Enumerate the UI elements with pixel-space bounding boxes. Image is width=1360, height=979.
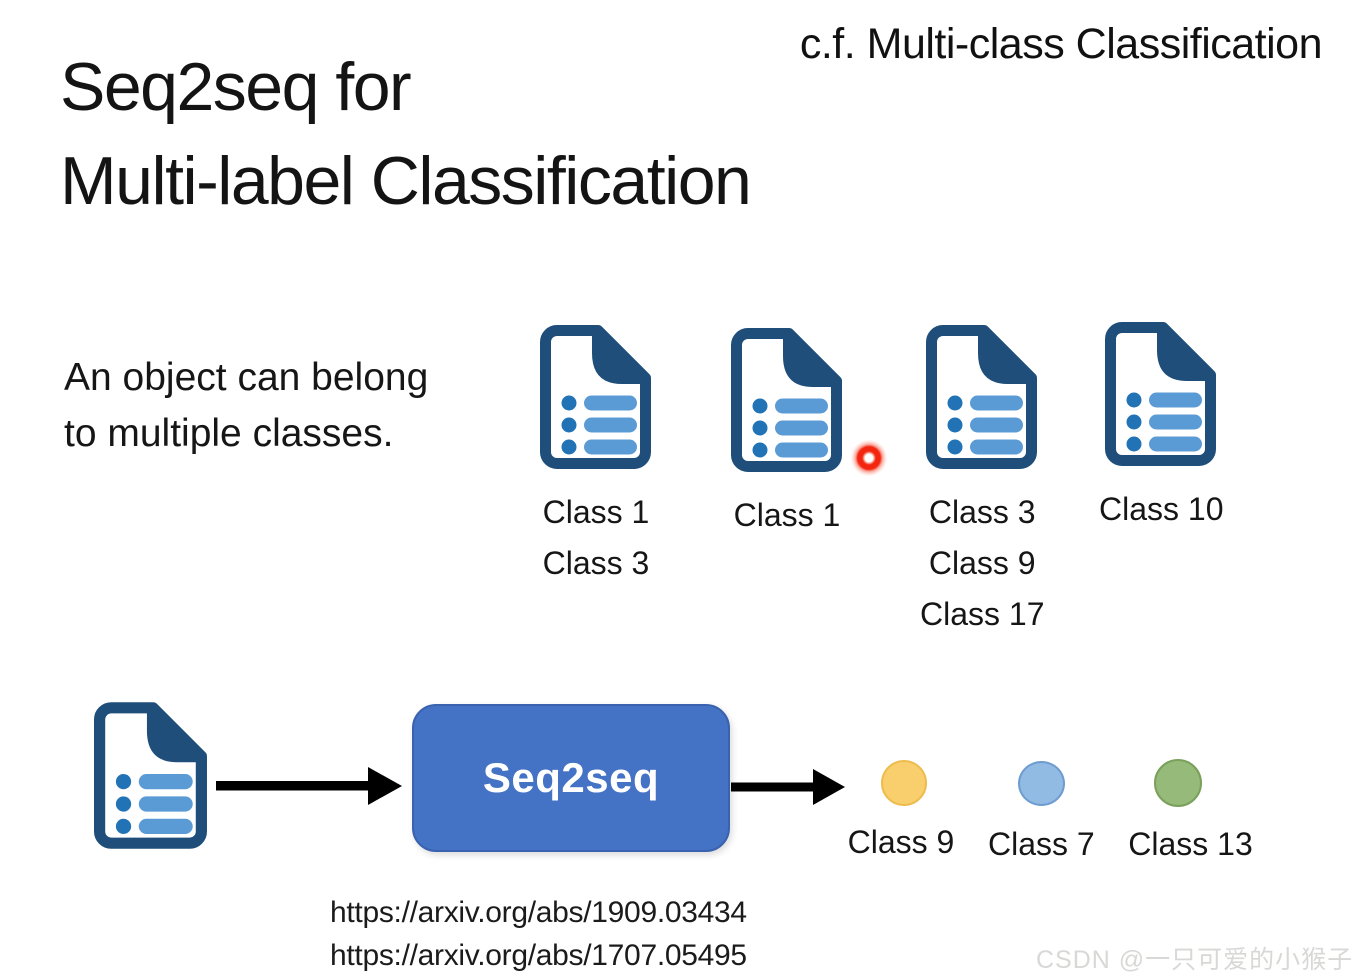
output-class-circle-green xyxy=(1154,759,1202,807)
class-label: Class 1 xyxy=(733,497,841,533)
right-arrow-icon xyxy=(216,767,402,805)
class-label: Class 17 xyxy=(920,596,1045,632)
example-2-labels: Class 1 xyxy=(734,490,841,541)
arxiv-link-1[interactable]: https://arxiv.org/abs/1909.03434 xyxy=(330,896,747,929)
output-class-label: Class 13 xyxy=(1128,826,1253,862)
title-line-2: Multi-label Classification xyxy=(60,143,752,219)
arxiv-link-2[interactable]: https://arxiv.org/abs/1707.05495 xyxy=(330,939,747,972)
document-list-icon xyxy=(731,328,842,472)
class-label: Class 10 xyxy=(1099,491,1224,527)
slide-title: Seq2seq for Multi-label Classification xyxy=(60,40,752,228)
example-3-labels: Class 3 Class 9 Class 17 xyxy=(920,487,1045,640)
output-class-circle-blue xyxy=(1018,761,1065,806)
document-list-icon xyxy=(540,325,651,469)
example-1-labels: Class 1 Class 3 xyxy=(543,487,650,589)
output-class-label: Class 7 xyxy=(988,826,1095,862)
laser-pointer-dot xyxy=(851,440,887,476)
description-line-2: to multiple classes. xyxy=(64,412,394,455)
document-list-icon xyxy=(926,325,1038,469)
class-label: Class 3 xyxy=(542,545,650,581)
description-line-1: An object can belong xyxy=(64,356,429,399)
description-text: An object can belong to multiple classes… xyxy=(64,350,428,462)
comparison-note: c.f. Multi-class Classification xyxy=(799,20,1323,68)
pipeline-input-document xyxy=(94,699,208,852)
example-document-4: Class 10 xyxy=(1099,321,1224,535)
right-arrow-icon xyxy=(731,769,845,805)
output-class-label: Class 9 xyxy=(847,824,955,860)
seq2seq-model-box: Seq2seq xyxy=(412,704,730,852)
title-line-1: Seq2seq for xyxy=(60,49,412,125)
example-4-labels: Class 10 xyxy=(1099,484,1224,535)
class-label: Class 1 xyxy=(542,494,650,530)
class-label: Class 9 xyxy=(928,545,1036,581)
document-list-icon xyxy=(94,702,207,849)
example-document-2: Class 1 xyxy=(731,327,843,541)
document-list-icon xyxy=(1105,322,1217,466)
example-document-3: Class 3 Class 9 Class 17 xyxy=(920,324,1045,640)
example-document-1: Class 1 Class 3 xyxy=(540,324,652,589)
class-label: Class 3 xyxy=(928,494,1036,530)
model-label: Seq2seq xyxy=(482,754,660,801)
csdn-watermark: CSDN @一只可爱的小猴子 xyxy=(1036,946,1354,974)
output-class-circle-yellow xyxy=(881,760,927,806)
reference-links: https://arxiv.org/abs/1909.03434 https:/… xyxy=(330,891,747,977)
